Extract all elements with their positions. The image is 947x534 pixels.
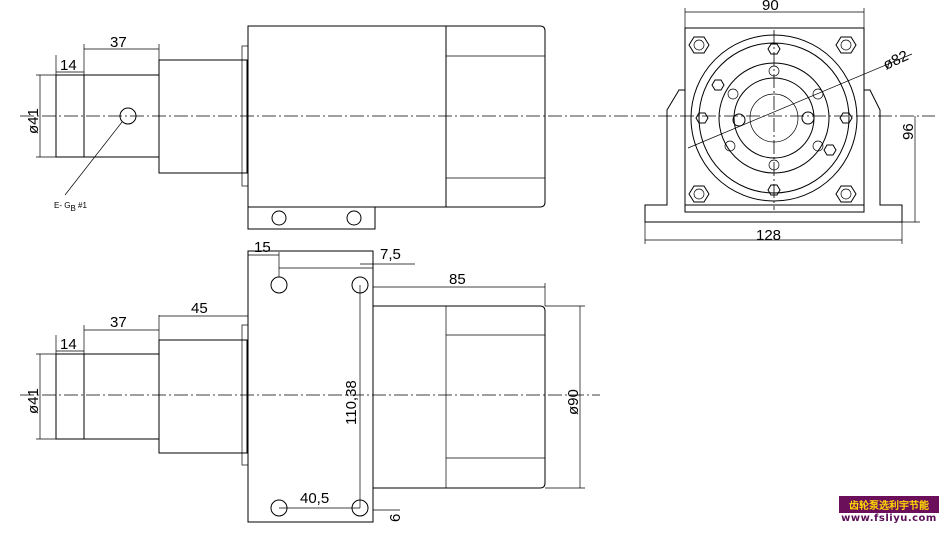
hex-bolt xyxy=(767,184,781,196)
shaft-end-hole xyxy=(801,111,815,125)
dim-40-5: 40,5 xyxy=(300,490,329,507)
square-flange xyxy=(684,27,865,213)
dim-41-top: ø41 xyxy=(25,108,42,134)
base-bracket xyxy=(644,89,903,223)
inner-hole xyxy=(812,88,824,100)
dim-128: 128 xyxy=(756,227,781,244)
hex-bolt xyxy=(767,43,781,55)
watermark-url: www.fsliyu.com xyxy=(841,513,937,524)
watermark-title: 齿轮泵选利宇节能 xyxy=(839,496,939,513)
dim-110-38: 110,38 xyxy=(343,380,360,425)
bolt-circle xyxy=(840,39,852,51)
bottom-plan-view: 15 7,5 85 37 45 14 ø41 110,38 ø90 xyxy=(20,239,600,523)
dim-90-bottom: ø90 xyxy=(565,389,582,415)
top-side-view: 37 14 ø41 E- GB #1 xyxy=(20,25,935,230)
dim-7-5: 7,5 xyxy=(380,246,401,263)
dim-37-bottom: 37 xyxy=(110,314,127,331)
note-suffix: #1 xyxy=(76,201,88,210)
motor-body xyxy=(372,305,546,489)
note-main: G xyxy=(64,201,70,210)
dim-14-bottom: 14 xyxy=(60,336,77,353)
diameter-leader xyxy=(687,53,913,149)
gearbox-body xyxy=(247,25,447,208)
dim-15: 15 xyxy=(254,239,271,256)
hex-bolt xyxy=(711,79,725,91)
dim-37-top: 37 xyxy=(110,34,127,51)
hex-bolt xyxy=(839,112,853,124)
mounting-foot xyxy=(247,206,376,230)
hex-bolt xyxy=(835,36,857,54)
dim-45: 45 xyxy=(191,300,208,317)
inner-hole xyxy=(727,88,739,100)
ring-bolts xyxy=(695,43,853,196)
bolt-circle xyxy=(840,188,852,200)
hole-note: E- GB #1 xyxy=(54,201,87,213)
dim-90-end: 90 xyxy=(762,0,779,14)
dim-85: 85 xyxy=(449,271,466,288)
shaft-housing xyxy=(83,353,160,440)
bolt-circle xyxy=(693,188,705,200)
gearbox-neck xyxy=(158,59,248,174)
hex-bolt xyxy=(823,144,837,156)
leader-line xyxy=(64,121,123,196)
hex-bolt xyxy=(688,185,710,203)
watermark: 齿轮泵选利宇节能 www.fsliyu.com xyxy=(839,496,939,524)
dim-96: 96 xyxy=(900,123,917,140)
dim-14-top: 14 xyxy=(60,57,77,74)
hex-bolt xyxy=(695,112,709,124)
foot-hole xyxy=(271,210,287,226)
shaft-end-hole xyxy=(732,113,746,127)
hex-bolt xyxy=(688,36,710,54)
bolt-circle xyxy=(693,39,705,51)
shaft-hole xyxy=(119,107,137,125)
mount-hole xyxy=(270,276,288,294)
note-sub: B xyxy=(70,204,75,213)
motor-body xyxy=(445,25,546,208)
foot-hole xyxy=(346,210,362,226)
inner-hole xyxy=(812,140,824,152)
inner-hole xyxy=(724,140,736,152)
note-prefix: E- xyxy=(54,201,64,210)
dim-41-bottom: ø41 xyxy=(25,388,42,414)
dim-6: 6 xyxy=(387,514,404,522)
gearbox-neck xyxy=(158,339,248,454)
dim-82: ø82 xyxy=(881,47,912,73)
output-shaft xyxy=(55,353,85,440)
end-view: ø82 90 96 128 xyxy=(644,0,920,244)
corner-bolts xyxy=(688,36,857,203)
hex-bolt xyxy=(835,185,857,203)
